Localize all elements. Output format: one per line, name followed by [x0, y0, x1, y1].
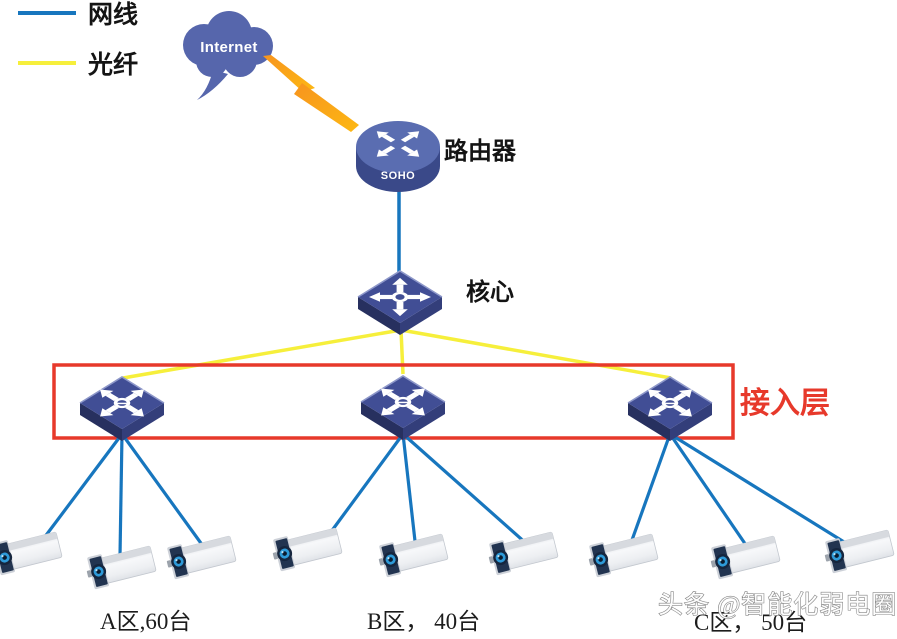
router-icon: SOHO: [356, 121, 440, 192]
access-switch-icon-b: [360, 375, 446, 441]
fiber-link-core-accessC: [400, 328, 672, 380]
camera-icon: [268, 523, 344, 573]
access-switch-icon-a: [79, 376, 165, 442]
access-layer-label: 接入层: [740, 387, 830, 420]
lan-link-c3: [669, 432, 858, 552]
zone-c-label: C区， 50台: [694, 610, 807, 635]
lightning-bolt-icon: [263, 55, 359, 132]
lan-link-a3: [120, 433, 205, 547]
router-label: 路由器: [444, 137, 517, 165]
lan-link-a1: [36, 433, 124, 547]
zone-a-label: A区,60台: [100, 609, 191, 634]
core-switch-icon: [357, 270, 443, 336]
zone-b-label: B区， 40台: [367, 609, 480, 634]
internet-cloud-icon: Internet: [183, 11, 273, 100]
lan-link-b3: [401, 432, 530, 547]
fiber-links: [122, 328, 672, 380]
zone-a-cameras: [0, 527, 238, 591]
access-switch-icon-c: [627, 376, 713, 442]
camera-icon: [0, 527, 64, 577]
router-model-label: SOHO: [381, 170, 415, 182]
legend-label-lan: 网线: [88, 0, 138, 29]
camera-icon: [706, 531, 782, 581]
core-switch-label: 核心: [466, 278, 514, 306]
access-layer-highlight-box: [52, 363, 735, 440]
lan-link-c1: [630, 433, 672, 541]
camera-icon: [162, 531, 238, 581]
fiber-link-core-accessB: [399, 329, 405, 375]
legend: 网线 光纤: [18, 0, 138, 79]
legend-label-fiber: 光纤: [87, 51, 138, 79]
lan-links: [36, 432, 858, 557]
lan-link-a2: [118, 433, 124, 557]
lan-link-c2: [668, 433, 750, 549]
fiber-link-core-accessA: [122, 328, 402, 380]
camera-icon: [374, 529, 450, 579]
lan-link-b1: [323, 433, 405, 541]
lan-link-b2: [401, 433, 418, 551]
camera-icon: [484, 527, 560, 577]
camera-icon: [584, 529, 660, 579]
internet-label: Internet: [200, 39, 257, 56]
watermark-text: 头条 @智能化弱电圈: [658, 591, 897, 619]
